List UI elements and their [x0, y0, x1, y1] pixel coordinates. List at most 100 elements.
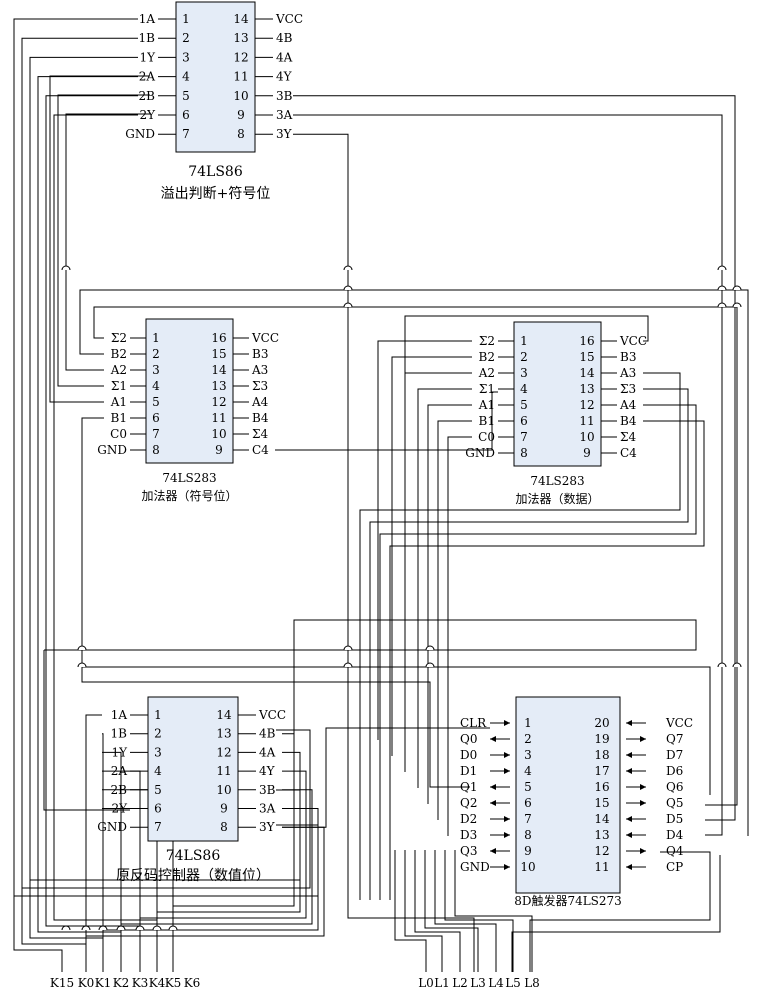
pin-signal: 3B: [276, 89, 293, 103]
arrow-in-icon: [626, 752, 632, 758]
wire-hop: [343, 645, 353, 651]
pin-signal: A2: [110, 363, 127, 377]
pin-signal: Σ2: [111, 331, 127, 345]
switch-label-k3: K3: [132, 976, 149, 990]
wire-hop: [425, 645, 435, 651]
led-label-l8: L8: [524, 976, 540, 990]
pin-signal: B4: [620, 414, 637, 428]
arrow-out-icon: [640, 848, 646, 854]
pin-signal: 1Y: [139, 50, 156, 64]
pin-signal: C4: [252, 443, 269, 457]
wire-u1-3b: [293, 95, 736, 821]
wire-hop: [61, 925, 71, 931]
pin-number: 12: [579, 398, 594, 412]
wire-u3-left-1: [391, 356, 472, 756]
wire-led-4: [434, 850, 497, 972]
wire-hop: [152, 925, 162, 931]
wire-u1-left: [53, 114, 158, 972]
wire-u3-right-0: [359, 372, 681, 900]
wire-u1-3y: [293, 133, 475, 972]
wire-hop: [135, 925, 145, 931]
wire-u3-right-1: [369, 388, 689, 900]
pin-number: 5: [152, 395, 160, 409]
wire-hop: [168, 925, 178, 931]
wire-u3-left-4: [427, 404, 472, 804]
wire-u2-s2: [93, 306, 738, 806]
pin-signal: D3: [460, 828, 477, 842]
wire-u3-right-3: [389, 420, 705, 900]
pin-signal: 1A: [111, 708, 128, 722]
arrow-in-icon: [626, 720, 632, 726]
wire-hop: [717, 265, 727, 271]
pin-signal: B1: [111, 411, 127, 425]
pin-signal: Σ4: [620, 430, 636, 444]
chip-name: 8D触发器74LS273: [514, 893, 622, 908]
pin-signal: A4: [619, 398, 637, 412]
wire-u2-b1: [81, 417, 470, 788]
wire-hop: [343, 285, 353, 291]
wire-led-6: [454, 850, 533, 972]
wire-hop: [77, 662, 87, 668]
arrow-in-icon: [504, 768, 510, 774]
pin-signal: B2: [111, 347, 127, 361]
wire-hop: [732, 662, 742, 668]
pin-signal: 2B: [111, 783, 128, 797]
switch-label-k5: K5: [165, 976, 182, 990]
arrow-out-icon: [640, 800, 646, 806]
pin-number: 9: [524, 844, 532, 858]
wire-led-l5: [529, 851, 711, 972]
chip-name: 74LS86: [188, 164, 243, 180]
pin-number: 2: [154, 727, 162, 741]
pin-signal: 2A: [139, 70, 156, 84]
wire-hop: [343, 662, 353, 668]
pin-number: 1: [520, 334, 528, 348]
arrow-out-icon: [490, 784, 496, 790]
arrow-in-icon: [504, 864, 510, 870]
pin-number: 4: [182, 70, 190, 84]
wire-u1-left: [37, 76, 138, 972]
switch-label-k0: K0: [78, 976, 95, 990]
pin-number: 13: [216, 727, 231, 741]
wire-hop: [425, 662, 435, 668]
pin-signal: 1A: [139, 12, 156, 26]
pin-signal: 3Y: [276, 127, 293, 141]
pin-signal: Q5: [666, 796, 683, 810]
pin-number: 16: [594, 780, 609, 794]
pin-signal: A2: [478, 366, 495, 380]
arrow-in-icon: [504, 832, 510, 838]
pin-number: 9: [237, 108, 245, 122]
pin-number: 1: [152, 331, 160, 345]
pin-signal: D5: [666, 812, 683, 826]
pin-number: 14: [211, 363, 227, 377]
led-label-l2: L2: [452, 976, 468, 990]
arrow-in-icon: [626, 816, 632, 822]
pin-signal: C0: [110, 427, 127, 441]
pin-number: 13: [579, 382, 594, 396]
pin-number: 6: [152, 411, 160, 425]
chip-body: [147, 696, 239, 842]
pin-signal: VCC: [275, 12, 303, 26]
pin-number: 4: [152, 379, 160, 393]
wire-hop: [116, 925, 126, 931]
pin-number: 15: [579, 350, 594, 364]
pin-signal: 4B: [259, 727, 276, 741]
switch-label-k2: K2: [113, 976, 130, 990]
pin-signal: Σ3: [252, 379, 268, 393]
pin-number: 9: [215, 443, 223, 457]
pin-signal: Q4: [666, 844, 684, 858]
pin-number: 11: [211, 411, 226, 425]
pin-number: 6: [182, 108, 190, 122]
pin-number: 12: [233, 50, 248, 64]
pin-signal: D4: [666, 828, 684, 842]
pin-signal: 4A: [259, 745, 276, 759]
pin-number: 4: [154, 764, 162, 778]
led-label-l3: L3: [470, 976, 486, 990]
pin-number: 14: [216, 708, 232, 722]
arrow-out-icon: [640, 784, 646, 790]
pin-signal: 1Y: [111, 745, 128, 759]
wire-hop: [343, 302, 353, 308]
arrow-out-icon: [640, 736, 646, 742]
pin-number: 8: [524, 828, 532, 842]
